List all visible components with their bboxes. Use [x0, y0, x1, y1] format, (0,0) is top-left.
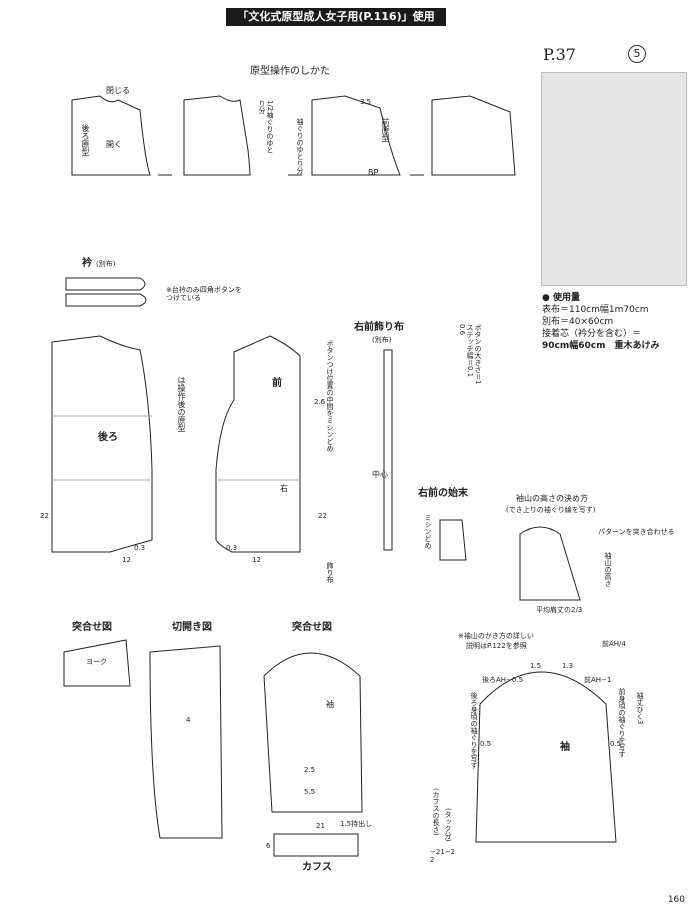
yoke-label: ヨーク — [86, 658, 107, 666]
right-front-finish-title: 右前の始末 — [418, 488, 468, 499]
sleeve-cap-sub: (でき上りの袖ぐり線を写す) — [506, 506, 596, 514]
pattern-circle-number: 5 — [628, 45, 646, 63]
measure-03-back: 0.3 — [134, 544, 146, 552]
machine-stitch-label: ミシンどめ — [424, 514, 432, 549]
stitch-width: ステッチ幅＝0.1 0.6 — [458, 324, 474, 378]
measure-12-back: 12 — [122, 556, 131, 564]
collar-piece-bottom — [65, 293, 147, 307]
collar-piece-top — [65, 277, 146, 291]
measure-6-cuff: 6 — [266, 842, 271, 850]
ease-label: 袖ぐりのゆとり分 — [296, 118, 304, 174]
cuff-piece — [273, 833, 359, 857]
pattern-align-label: パターンを突き合わせる — [598, 528, 675, 536]
button-size: ボタンの大きさ＝1 — [474, 324, 482, 385]
join-diagram-2-title: 突合せ図 — [292, 622, 332, 633]
bp-label: BP — [368, 168, 379, 177]
measure-05-right: 0.5 — [610, 740, 622, 748]
measure-12-front: 12 — [252, 556, 261, 564]
tuck-label: (タック分) — [444, 808, 452, 842]
cut-open-piece — [149, 645, 223, 839]
close-label-1: 閉じる — [106, 86, 130, 95]
front-ah-fraction: 前AH/4 — [602, 640, 626, 648]
front-ah-label: 前AH−1 — [584, 676, 612, 684]
ease-half-label: 1/2袖ぐりのゆとり分 — [258, 100, 274, 154]
bodice-step-4 — [431, 95, 516, 176]
materials-line-1: 表布＝110cm幅1m70cm — [542, 305, 649, 315]
collar-title: 衿 — [82, 258, 92, 269]
measure-22-back: 22 — [40, 512, 49, 520]
collar-button-note: ※台衿のみ四角ボタンを つけている — [166, 286, 242, 302]
front-bodice — [215, 335, 301, 553]
back-ah-label: 後ろAH−0.5 — [482, 676, 524, 684]
materials-line-4: 90cm幅60cm 重木あけみ — [542, 341, 660, 351]
right-front-placket-title: 右前飾り布 — [354, 322, 404, 333]
placket-label: 飾り布 — [326, 562, 334, 583]
measure-03-front: 0.3 — [226, 544, 238, 552]
cap-height-label: 袖山の高さ — [604, 552, 612, 587]
measure-hold: 1.5持出し — [340, 820, 373, 828]
after-block-label: は操作後の原型 — [177, 376, 186, 432]
measure-13-sleeve: 1.3 — [562, 662, 574, 670]
sleeve-label-1: 袖 — [326, 700, 334, 709]
bodice-step-3 — [311, 95, 401, 176]
back-bodice — [51, 335, 153, 553]
materials-specs: ● 使用量 表布＝110cm幅1m70cm 別布＝40×60cm 接着芯（衿分を… — [542, 292, 692, 352]
yoke-diagram — [63, 639, 131, 687]
right-label: 右 — [280, 484, 288, 493]
measure-21: 21 — [316, 822, 325, 830]
right-front-placket-strip — [383, 349, 393, 551]
sleeve-cap-note-1: ※袖山のかき方の詳しい — [458, 632, 534, 640]
center-label: 中心 — [372, 470, 388, 479]
sleeve-cap-title: 袖山の高さの決め方 — [516, 494, 588, 503]
stitch-center-label: ボタンつけ位置の中間をミシンどめ — [326, 340, 334, 452]
cut-open-title: 切開き図 — [172, 622, 212, 633]
front-armhole-copy-label: 前身頃の袖ぐりを写す — [618, 688, 626, 758]
measure-26: 2.6 — [314, 398, 326, 406]
manipulation-title: 原型操作のしかた — [250, 66, 330, 77]
sleeve-draft — [475, 671, 617, 843]
measure-22-front: 22 — [318, 512, 327, 520]
back-piece-label: 後ろ — [98, 432, 118, 443]
collar-note: (別布) — [96, 260, 116, 268]
cuffs-title: カフス — [302, 862, 332, 873]
measure-05-left: 0.5 — [480, 740, 492, 748]
right-front-finish-piece — [439, 519, 467, 561]
page-header: 「文化式原型成人女子用(P.116)」使用 — [226, 8, 446, 26]
materials-title: ● 使用量 — [542, 293, 580, 303]
front-piece-label: 前 — [272, 378, 282, 389]
back-block-label: 後ろ原型 — [81, 124, 90, 156]
sleeve-width-label: 袖丈ひく3 — [636, 692, 644, 725]
page-number: 160 — [667, 895, 685, 905]
open-label-1: 開く — [106, 140, 122, 149]
bodice-step-1 — [71, 95, 151, 176]
cuff-formula: −21−2 2 — [430, 848, 456, 864]
measure-15-sleeve: 1.5 — [530, 662, 542, 670]
placket-note: (別布) — [372, 336, 392, 344]
back-armhole-copy-label: 後ろ身頃の袖ぐりを写す — [470, 692, 478, 769]
measure-55: 5.5 — [304, 788, 316, 796]
sleeve-label-2: 袖 — [560, 742, 570, 753]
measure-25: 2.5 — [304, 766, 316, 774]
sleeve-cap-diagram — [519, 526, 581, 601]
garment-photo — [541, 72, 687, 286]
materials-line-3: 接着芯（衿分を含む）＝ — [542, 329, 642, 339]
cuff-length-label: (カフスの長さ) — [432, 788, 440, 836]
measure-4: 4 — [186, 716, 191, 724]
average-shoulder: 平均肩丈の2/3 — [536, 606, 583, 614]
join-diagram-1-title: 突合せ図 — [72, 622, 112, 633]
bodice-step-2 — [183, 95, 251, 176]
pattern-number: P.37 — [543, 45, 576, 64]
sleeve-cap-note-2: 説明はP.122を参照 — [466, 642, 527, 650]
materials-line-2: 別布＝40×60cm — [542, 317, 614, 327]
sleeve-join-piece — [263, 652, 363, 813]
measure-35: 3.5 — [360, 98, 372, 106]
